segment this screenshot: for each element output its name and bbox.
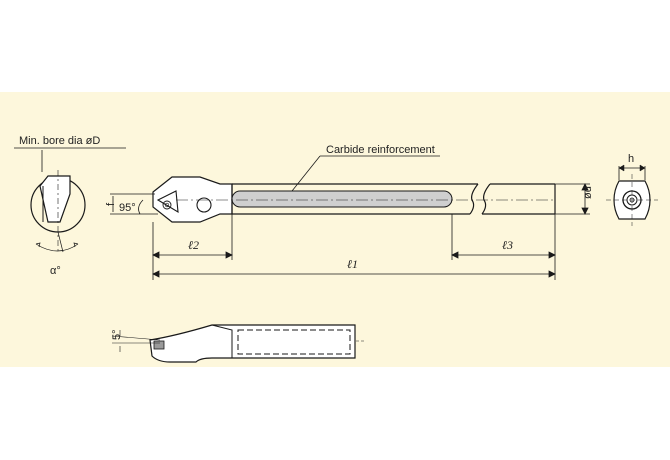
carbide-leader [291,155,321,192]
l2-label: ℓ2 [188,238,199,252]
angle-95-annotation [110,193,158,215]
h-label: h [628,153,634,165]
end-view [606,164,658,226]
f-label: f [105,202,117,206]
angle-5-label: 5° [111,329,123,340]
d-label: ød [582,186,594,199]
boring-bar-side-view [111,324,364,363]
drawing-panel [0,92,670,367]
boring-bar-top-view [152,176,556,223]
angle-95-label: 95° [119,202,136,214]
l1-label: ℓ1 [347,257,358,271]
dimension-lines [152,214,556,280]
l3-label: ℓ3 [502,238,513,252]
min-bore-detail [14,147,126,253]
carbide-reinforcement [231,190,453,208]
carbide-label: Carbide reinforcement [326,144,435,156]
diameter-dimension [555,183,590,215]
min-bore-label: Min. bore dia øD [19,135,100,147]
alpha-label: α° [50,265,61,277]
